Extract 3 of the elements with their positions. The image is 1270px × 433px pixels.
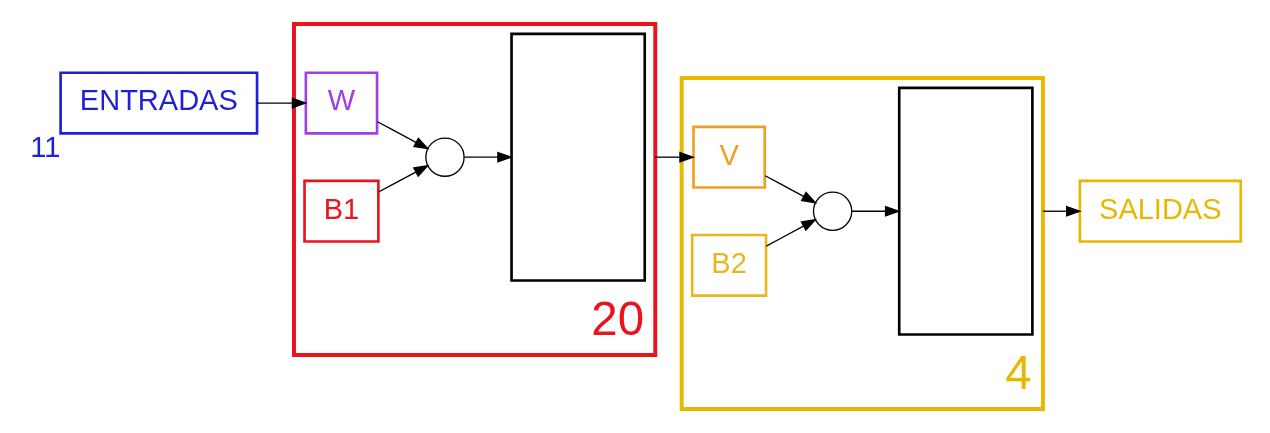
node-label: 4 bbox=[1004, 345, 1032, 399]
node-label: 20 bbox=[590, 291, 644, 345]
node-label: 11 bbox=[29, 130, 60, 163]
